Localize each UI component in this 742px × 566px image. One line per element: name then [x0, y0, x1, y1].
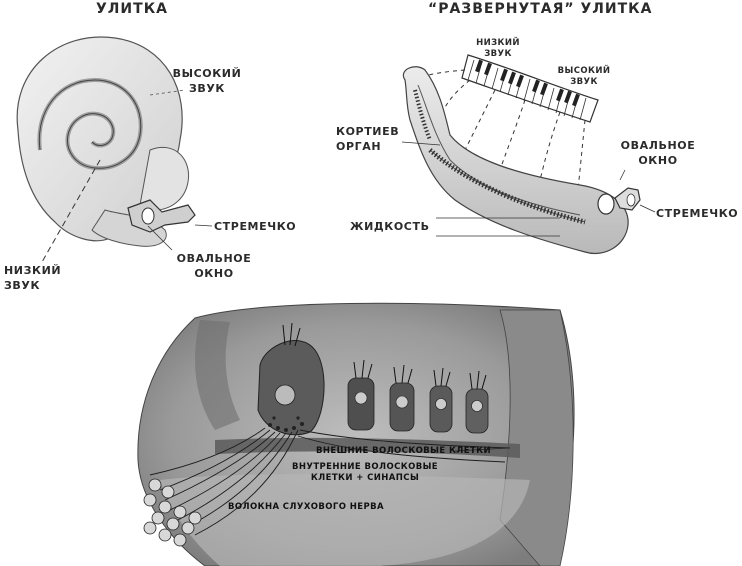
label-inner-hair-cells-line1: ВНУТРЕННИЕ ВОЛОСКОВЫЕ — [292, 462, 438, 472]
label-oval-window-right-line1: ОВАЛЬНОЕ — [620, 139, 696, 152]
label-inner-hair-cells-line2: КЛЕТКИ + СИНАПСЫ — [310, 473, 420, 483]
title-unrolled-cochlea: “РАЗВЕРНУТАЯ” УЛИТКА — [428, 1, 653, 17]
outer-hair-cells — [347, 359, 489, 434]
cochlea-drawing — [16, 36, 213, 263]
label-stapes-left: СТРЕМЕЧКО — [214, 220, 297, 233]
auditory-nerve-fibers — [149, 427, 511, 536]
label-high-sound-left: ВЫСОКИЙ ЗВУК — [168, 66, 246, 96]
label-fluid: ЖИДКОСТЬ — [350, 220, 430, 233]
inner-hair-cell-cluster — [257, 322, 325, 436]
keyboard — [461, 54, 599, 123]
spiral-ganglion-cells — [143, 478, 202, 547]
label-oval-window-right: ОВАЛЬНОЕ ОКНО — [615, 138, 701, 168]
label-organ-of-corti-line2: ОРГАН — [336, 140, 382, 153]
label-organ-of-corti-line1: КОРТИЕВ — [336, 125, 400, 138]
label-high-sound-left-line1: ВЫСОКИЙ — [172, 67, 242, 80]
label-low-sound-right-line1: НИЗКИЙ — [476, 38, 520, 48]
label-organ-of-corti: КОРТИЕВ ОРГАН — [336, 124, 399, 154]
stapes-left-shape — [127, 199, 196, 233]
unrolled-cochlea-drawing — [401, 54, 656, 254]
organ-of-corti-drawing — [137, 302, 575, 566]
label-low-sound-right: НИЗКИЙ ЗВУК — [470, 38, 526, 60]
label-auditory-nerve-fibers: ВОЛОКНА СЛУХОВОГО НЕРВА — [228, 502, 384, 512]
label-high-sound-right-line2: ЗВУК — [570, 77, 598, 87]
label-inner-hair-cells: ВНУТРЕННИЕ ВОЛОСКОВЫЕ КЛЕТКИ + СИНАПСЫ — [280, 462, 450, 484]
label-oval-window-left-line1: ОВАЛЬНОЕ — [176, 252, 252, 265]
label-low-sound-right-line2: ЗВУК — [484, 49, 512, 59]
label-low-sound-left-line1: НИЗКИЙ — [4, 264, 62, 277]
title-cochlea: УЛИТКА — [96, 1, 168, 17]
label-low-sound-left: НИЗКИЙ ЗВУК — [4, 263, 61, 293]
label-high-sound-right-line1: ВЫСОКИЙ — [557, 66, 611, 76]
label-oval-window-right-line2: ОКНО — [638, 154, 678, 167]
label-oval-window-left-line2: ОКНО — [194, 267, 234, 280]
label-low-sound-left-line2: ЗВУК — [4, 279, 41, 292]
label-high-sound-right: ВЫСОКИЙ ЗВУК — [552, 66, 616, 88]
label-outer-hair-cells: ВНЕШНИЕ ВОЛОСКОВЫЕ КЛЕТКИ — [316, 446, 492, 456]
label-stapes-right: СТРЕМЕЧКО — [656, 207, 739, 220]
label-oval-window-left: ОВАЛЬНОЕ ОКНО — [172, 251, 256, 281]
label-high-sound-left-line2: ЗВУК — [188, 82, 226, 95]
